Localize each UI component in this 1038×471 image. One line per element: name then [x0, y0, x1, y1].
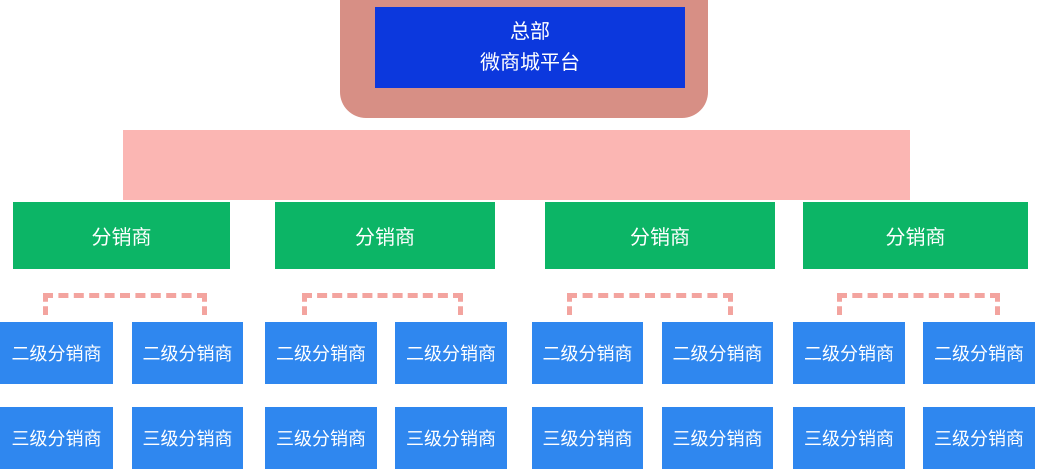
third-level-label: 三级分销商: [804, 429, 894, 449]
second-level-label: 二级分销商: [672, 344, 763, 364]
second-level-node: 二级分销商: [265, 322, 377, 384]
second-level-label: 二级分销商: [142, 344, 233, 364]
third-level-label: 三级分销商: [542, 429, 633, 449]
second-level-label: 二级分销商: [804, 344, 894, 364]
third-level-node: 三级分销商: [793, 407, 905, 469]
dashed-connector-bracket: [837, 293, 1000, 315]
headquarters-label-line2: 微商城平台: [480, 51, 580, 74]
dashed-connector-bracket: [567, 293, 733, 315]
dashed-connector-bracket: [302, 293, 463, 315]
second-level-node: 二级分销商: [662, 322, 773, 384]
third-level-label: 三级分销商: [672, 429, 763, 449]
distributor-label: 分销商: [91, 227, 152, 249]
second-level-node: 二级分销商: [395, 322, 507, 384]
distributor-node: 分销商: [13, 202, 230, 269]
third-level-node: 三级分销商: [923, 407, 1035, 469]
third-level-label: 三级分销商: [406, 429, 496, 449]
third-level-label: 三级分销商: [142, 429, 233, 449]
second-level-node: 二级分销商: [0, 322, 113, 384]
distributor-label: 分销商: [630, 227, 690, 249]
second-level-node: 二级分销商: [793, 322, 905, 384]
third-level-node: 三级分销商: [265, 407, 377, 469]
third-level-node: 三级分销商: [532, 407, 643, 469]
third-level-node: 三级分销商: [662, 407, 773, 469]
distributor-node: 分销商: [275, 202, 495, 269]
distributor-label: 分销商: [355, 227, 415, 249]
second-level-label: 二级分销商: [11, 344, 102, 364]
second-level-node: 二级分销商: [132, 322, 243, 384]
headquarters-label-line1: 总部: [510, 20, 550, 43]
distributor-label: 分销商: [885, 227, 946, 249]
third-level-label: 三级分销商: [11, 429, 102, 449]
distributor-node: 分销商: [545, 202, 775, 269]
third-level-node: 三级分销商: [0, 407, 113, 469]
third-level-node: 三级分销商: [132, 407, 243, 469]
third-level-label: 三级分销商: [934, 429, 1024, 449]
second-level-node: 二级分销商: [532, 322, 643, 384]
third-level-label: 三级分销商: [276, 429, 366, 449]
dashed-connector-bracket: [43, 293, 207, 315]
second-level-label: 二级分销商: [934, 344, 1024, 364]
second-level-label: 二级分销商: [542, 344, 633, 364]
second-level-node: 二级分销商: [923, 322, 1035, 384]
headquarters-node: 总部 微商城平台: [375, 7, 685, 88]
third-level-node: 三级分销商: [395, 407, 507, 469]
distributor-node: 分销商: [803, 202, 1028, 269]
second-level-label: 二级分销商: [276, 344, 366, 364]
connector-highlight-band: [123, 130, 910, 200]
second-level-label: 二级分销商: [406, 344, 496, 364]
